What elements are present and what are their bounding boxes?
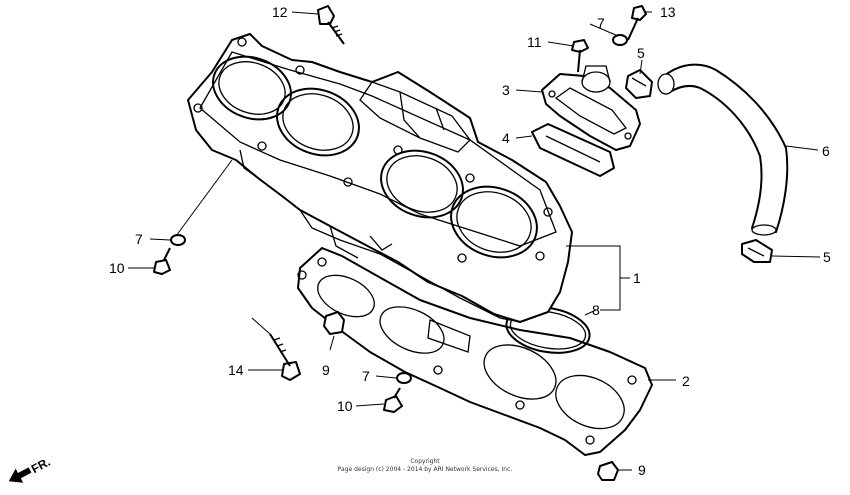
hose-clamp-lower[interactable] bbox=[741, 239, 773, 263]
washer-7-top[interactable] bbox=[612, 34, 628, 46]
copyright-notice: Page design (c) 2004 - 2014 by ARI Netwo… bbox=[338, 466, 513, 473]
cylinder-gasket[interactable] bbox=[297, 247, 653, 456]
callout-13: 13 bbox=[660, 4, 676, 20]
dowel-9-lower[interactable] bbox=[597, 461, 619, 481]
outlet-gasket[interactable] bbox=[531, 123, 615, 177]
callout-4: 4 bbox=[502, 130, 510, 146]
bolt-10-lower[interactable] bbox=[383, 387, 403, 413]
callout-8: 8 bbox=[592, 302, 600, 318]
callout-5-lower: 5 bbox=[823, 249, 831, 265]
front-arrow-icon bbox=[8, 467, 32, 483]
callout-3: 3 bbox=[502, 82, 510, 98]
leader-lines bbox=[128, 11, 821, 471]
dowel-9-upper[interactable] bbox=[323, 311, 345, 335]
bolt-12[interactable] bbox=[317, 5, 345, 45]
o-ring[interactable] bbox=[503, 301, 593, 359]
cylinder-block[interactable] bbox=[187, 33, 573, 323]
callout-7-left: 7 bbox=[135, 231, 143, 247]
callout-5-upper: 5 bbox=[637, 45, 645, 61]
washer-7-lower[interactable] bbox=[396, 372, 412, 384]
front-label: FR. bbox=[29, 455, 53, 476]
hose-clamp-upper[interactable] bbox=[625, 69, 653, 99]
callout-10-lower: 10 bbox=[337, 398, 353, 414]
callout-1: 1 bbox=[633, 270, 641, 286]
bolt-13[interactable] bbox=[627, 5, 647, 41]
callout-2: 2 bbox=[682, 373, 690, 389]
callout-10-left: 10 bbox=[109, 260, 125, 276]
water-hose[interactable] bbox=[657, 63, 789, 236]
water-outlet[interactable] bbox=[541, 65, 641, 151]
callout-14: 14 bbox=[228, 362, 244, 378]
bolt-11[interactable] bbox=[571, 39, 589, 73]
copyright-title: Copyright bbox=[410, 458, 440, 465]
front-direction-indicator: FR. bbox=[8, 455, 53, 483]
callout-7-lower: 7 bbox=[362, 368, 370, 384]
callout-11: 11 bbox=[527, 34, 542, 50]
bolt-10-left[interactable] bbox=[153, 247, 171, 275]
washer-7-left[interactable] bbox=[170, 234, 186, 246]
callout-9-lower: 9 bbox=[638, 462, 646, 478]
callout-12: 12 bbox=[272, 4, 288, 20]
callout-6: 6 bbox=[822, 143, 830, 159]
callout-7-top: 7 bbox=[597, 15, 605, 31]
callout-9-upper: 9 bbox=[322, 362, 330, 378]
bolt-14[interactable] bbox=[269, 333, 301, 381]
